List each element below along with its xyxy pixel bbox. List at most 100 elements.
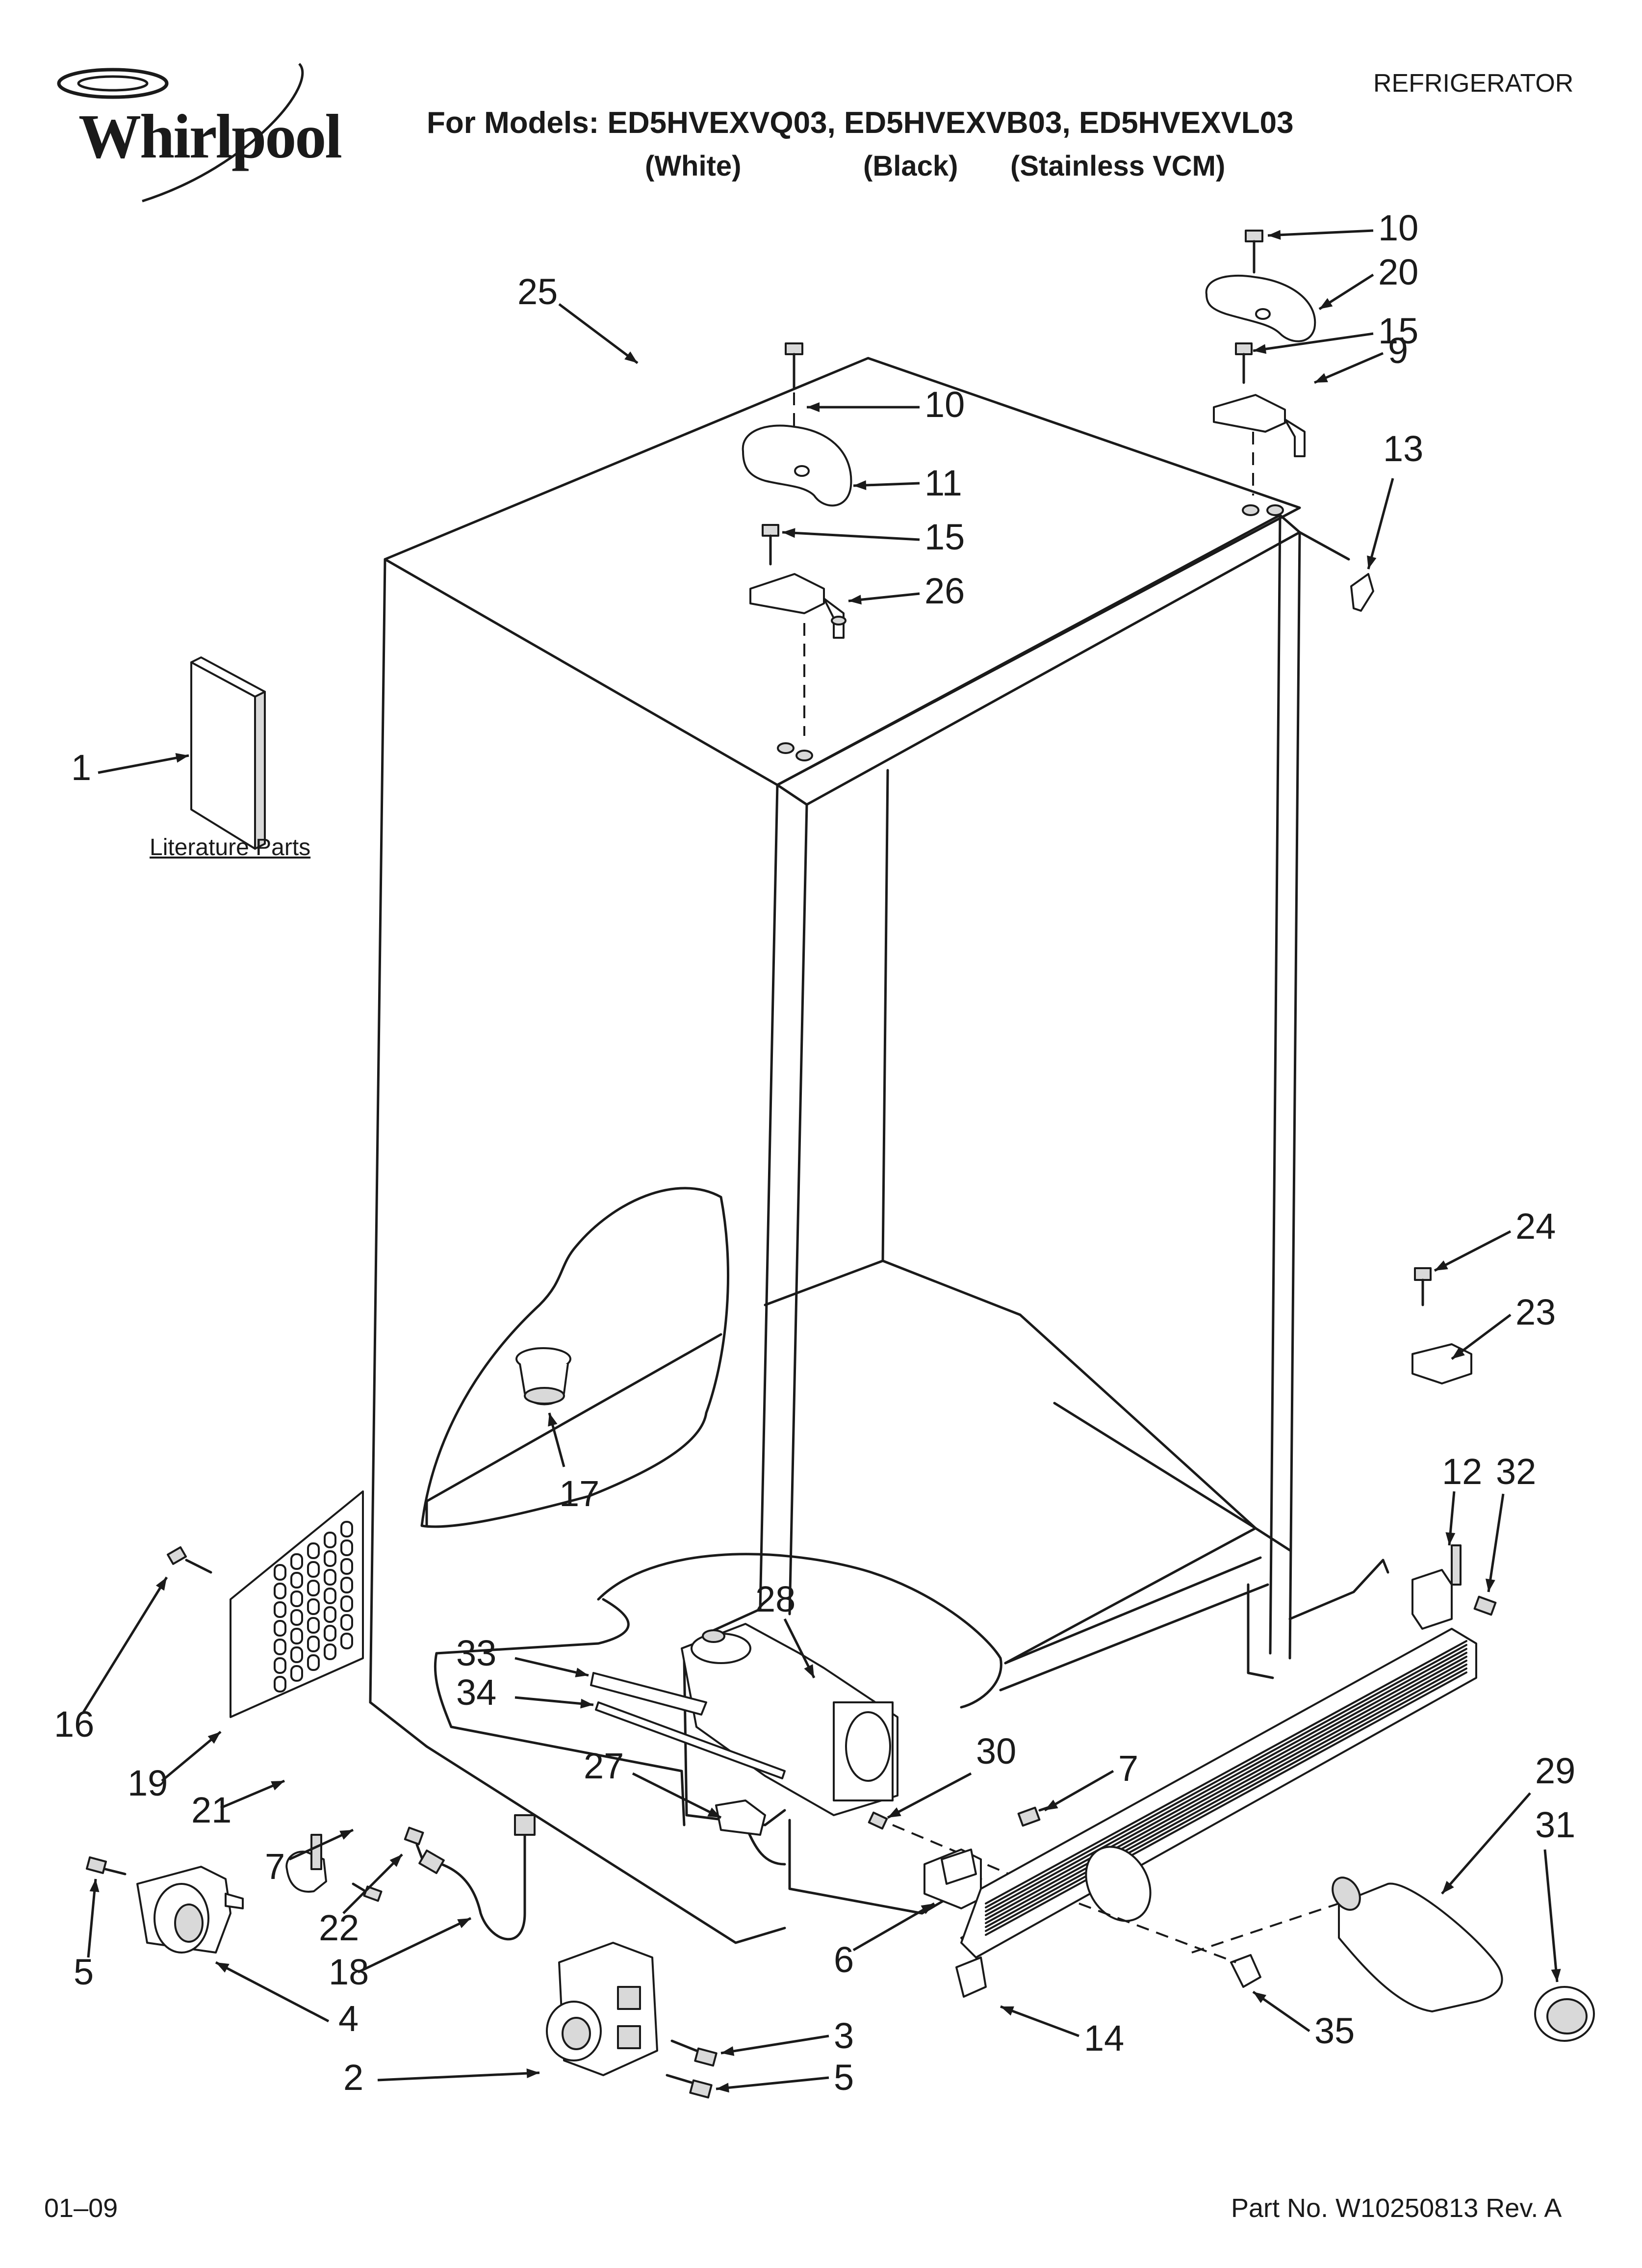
vent-slot <box>307 1617 320 1634</box>
leader-arrowhead <box>716 2083 729 2093</box>
callout-5: 5 <box>74 1952 94 1992</box>
vent-slot <box>290 1665 303 1682</box>
vent-slot <box>324 1625 336 1642</box>
callout-23: 23 <box>1515 1292 1556 1332</box>
variant-stainless: (Stainless VCM) <box>1010 150 1226 182</box>
vent-slot <box>324 1606 336 1623</box>
grille-filter-assembly <box>924 1628 1595 2042</box>
leader-line-27 <box>632 1772 722 1819</box>
leader-arrowhead <box>721 2046 735 2056</box>
leader-arrowhead <box>389 1854 402 1867</box>
leader-line-25 <box>558 303 639 364</box>
drain-fitting <box>515 1347 571 1406</box>
callout-33: 33 <box>456 1633 496 1673</box>
callout-18: 18 <box>329 1952 369 1992</box>
vent-slot <box>274 1601 286 1618</box>
callout-2: 2 <box>343 2057 363 2098</box>
callout-15: 15 <box>1378 311 1418 351</box>
leader-arrowhead <box>624 351 638 363</box>
leader-line-15 <box>1253 332 1374 352</box>
callout-20: 20 <box>1378 252 1418 292</box>
leader-arrowhead <box>457 1918 471 1929</box>
callout-6: 6 <box>834 1939 854 1980</box>
leader-arrowhead <box>1001 2006 1014 2016</box>
vent-slot <box>290 1572 303 1589</box>
vent-slot <box>324 1588 336 1604</box>
grille-rib <box>985 1640 1467 1904</box>
leader-arrowhead <box>526 2068 539 2079</box>
leader-line-19 <box>161 1731 222 1782</box>
leader-arrowhead <box>921 1903 934 1914</box>
callout-27: 27 <box>584 1746 624 1786</box>
lower-left-parts <box>85 1814 718 2099</box>
leader-arrowhead <box>848 595 862 605</box>
logo-swirl <box>57 63 304 203</box>
leader-arrowhead <box>707 1807 721 1818</box>
vent-slot <box>274 1676 286 1693</box>
vent-slot <box>340 1558 353 1575</box>
leader-arrowhead <box>853 480 867 491</box>
callout-11: 11 <box>924 463 962 503</box>
vent-slot <box>274 1564 286 1581</box>
leader-line-15 <box>782 531 920 541</box>
callout-13: 13 <box>1383 428 1423 469</box>
callout-10: 10 <box>924 384 965 425</box>
leader-line-34 <box>514 1696 594 1706</box>
leader-arrowhead <box>1253 344 1267 354</box>
callout-labels: 1234556779101011121314151516171819202122… <box>54 208 1575 2098</box>
vent-slot <box>290 1553 303 1570</box>
leader-line-2 <box>377 2071 540 2082</box>
right-side-bracket <box>1411 1544 1497 1630</box>
leader-line-7 <box>1044 1770 1114 1812</box>
callout-32: 32 <box>1496 1451 1536 1492</box>
vent-slot <box>340 1595 353 1612</box>
callout-31: 31 <box>1535 1804 1575 1845</box>
section-title: REFRIGERATOR <box>1373 69 1574 98</box>
vent-slot <box>307 1636 320 1652</box>
callout-34: 34 <box>456 1672 496 1713</box>
leader-arrowhead <box>1442 1880 1454 1894</box>
leader-arrowhead <box>1435 1260 1448 1271</box>
leader-arrowhead <box>89 1879 100 1892</box>
leader-line-16 <box>82 1576 168 1713</box>
leader-arrowhead <box>1452 1347 1465 1359</box>
callout-14: 14 <box>1084 2018 1124 2059</box>
callout-16: 16 <box>54 1704 94 1745</box>
callout-leaders <box>82 229 1561 2093</box>
leader-line-5 <box>87 1878 97 1958</box>
vent-panel <box>167 1490 364 1718</box>
literature-book <box>190 656 266 850</box>
door-stop-parts <box>1411 1267 1472 1384</box>
leader-arrowhead <box>1045 1799 1058 1810</box>
leader-arrowhead <box>1268 230 1281 240</box>
leader-line-29 <box>1441 1792 1531 1895</box>
vent-slot <box>307 1580 320 1596</box>
leader-arrowhead <box>207 1732 221 1744</box>
filter-housing-assembly <box>590 1623 1079 1904</box>
vent-slot <box>307 1654 320 1671</box>
leader-arrowhead <box>804 1664 814 1678</box>
vent-slot <box>274 1639 286 1655</box>
leader-arrowhead <box>1367 555 1377 569</box>
leader-line-31 <box>1543 1849 1559 1982</box>
vent-slot <box>324 1643 336 1660</box>
callout-26: 26 <box>924 571 965 611</box>
leader-arrowhead <box>807 402 820 412</box>
vent-slot <box>307 1598 320 1615</box>
vent-slot <box>340 1577 353 1593</box>
literature-parts-label: Literature Parts <box>150 834 311 860</box>
callout-7: 7 <box>1118 1748 1138 1789</box>
footer-part-number: Part No. W10250813 Rev. A <box>1231 2193 1562 2223</box>
brand-wordmark: Whirlpool <box>78 102 342 171</box>
variant-white: (White) <box>645 150 742 182</box>
leader-arrowhead <box>1551 1969 1561 1982</box>
grille-rib <box>985 1664 1467 1928</box>
callout-22: 22 <box>319 1907 359 1948</box>
callout-9: 9 <box>1388 330 1408 371</box>
leader-line-14 <box>1000 2005 1079 2037</box>
callout-12: 12 <box>1442 1451 1482 1492</box>
leader-arrowhead <box>1485 1578 1495 1592</box>
leader-line-6 <box>852 1902 935 1952</box>
